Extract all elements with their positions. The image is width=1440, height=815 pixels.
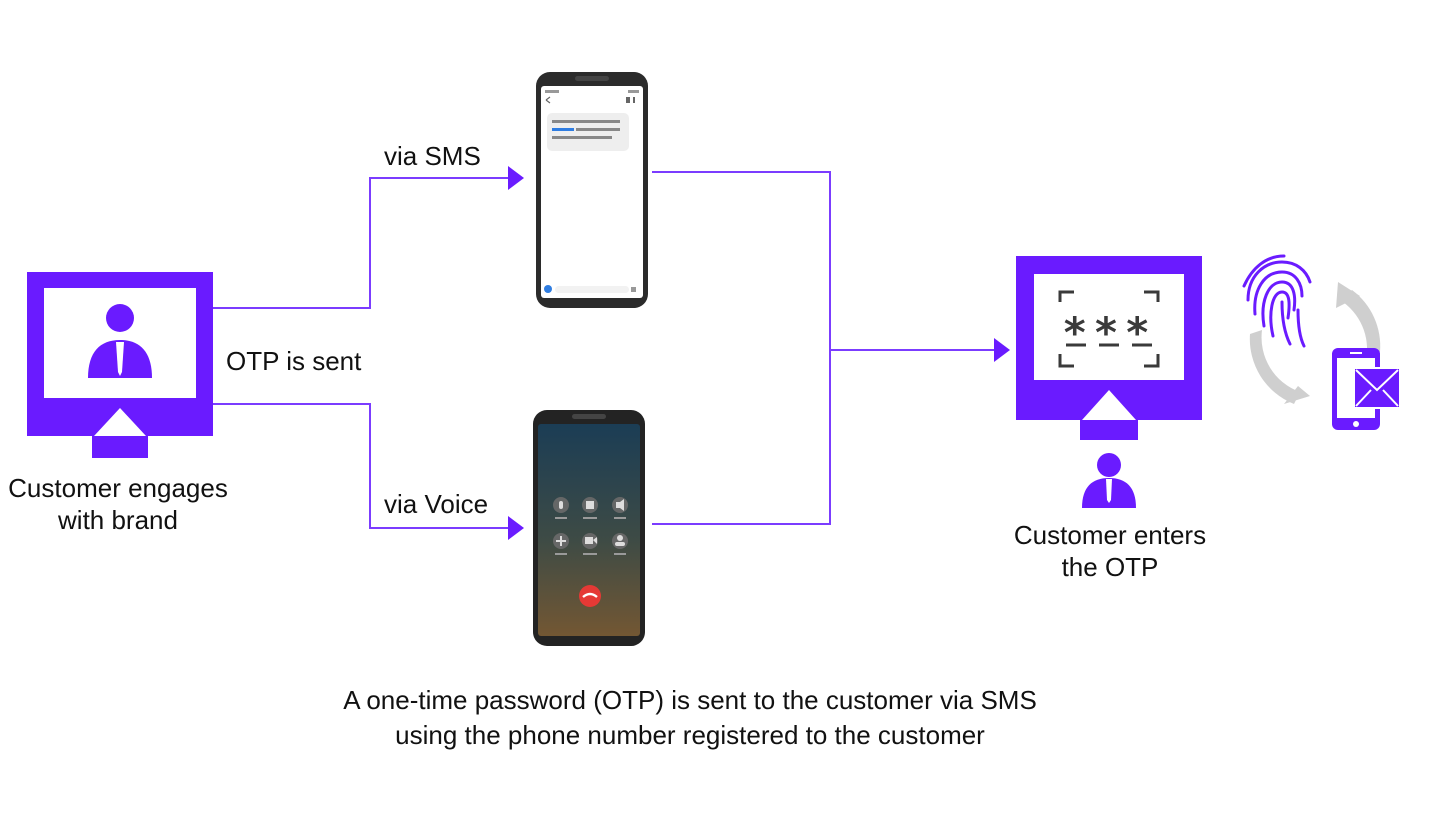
fingerprint-phone-mail-icon [1242,254,1401,430]
person-icon [1082,453,1136,508]
line-to-voice [213,403,510,529]
target-label-line1: Customer enters [1013,520,1207,550]
otp-sent-label: OTP is sent [226,346,362,376]
via-sms-label: via SMS [384,141,481,171]
person-on-monitor-icon [27,272,213,458]
monitor-stand [98,414,142,436]
arrowheads [508,166,1010,540]
caption-line1: A one-time password (OTP) is sent to the… [343,685,1037,715]
password-monitor-icon [1016,256,1202,440]
source-label-line2: with brand [58,505,178,535]
otp-mask: *** [1062,308,1156,357]
source-label-line1: Customer engages [8,473,228,503]
sms-phone-icon [536,72,648,308]
arrowhead-target [994,338,1010,362]
target-label-line2: the OTP [1061,552,1159,582]
monitor-stand-top [1090,398,1128,420]
source-label: Customer engages with brand [0,472,236,536]
diagram-caption: A one-time password (OTP) is sent to the… [0,683,1380,753]
line-from-sms [652,171,831,525]
line-to-sms [213,177,510,309]
via-voice-label: via Voice [384,489,489,519]
caption-line2: using the phone number registered to the… [395,720,985,750]
arrowhead-sms [508,166,524,190]
connector-lines [213,171,996,529]
arrowhead-voice [508,516,524,540]
target-label: Customer enters the OTP [990,519,1230,583]
voice-call-phone-icon [533,410,645,646]
